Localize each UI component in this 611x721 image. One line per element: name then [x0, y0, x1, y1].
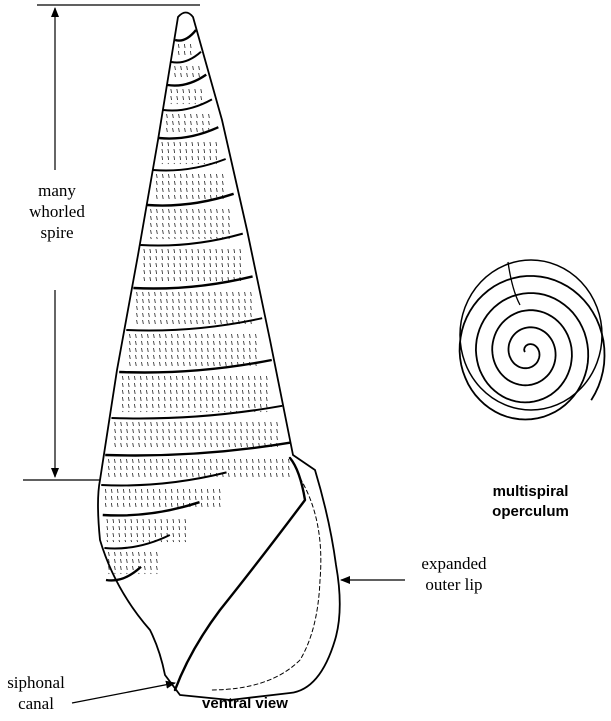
outer-lip-label-line-2: outer lip — [404, 574, 504, 595]
siphonal-canal-arrow — [72, 683, 175, 703]
shell — [98, 13, 340, 701]
texture-dash — [109, 573, 110, 574]
spire-label-line-2: whorled — [18, 201, 96, 222]
operculum-label-line-1: multispiral — [473, 482, 588, 502]
shell-outline — [98, 13, 340, 701]
siphonal-canal-label-line-1: siphonal — [0, 672, 72, 693]
siphonal-canal-label-line-2: canal — [0, 693, 72, 714]
outer-lip-label-line-1: expanded — [404, 553, 504, 574]
spire-label-line-1: many — [18, 180, 96, 201]
operculum — [460, 260, 605, 420]
operculum-label: multispiral operculum — [473, 482, 588, 522]
spire-label: many whorled spire — [18, 180, 96, 243]
operculum-notch — [508, 262, 520, 305]
outer-lip-label: expanded outer lip — [404, 553, 504, 595]
operculum-outline — [460, 260, 602, 410]
view-label: ventral view — [180, 694, 310, 714]
siphonal-canal-label: siphonal canal — [0, 672, 72, 714]
operculum-label-line-2: operculum — [473, 502, 588, 522]
spire-label-line-3: spire — [18, 222, 96, 243]
operculum-spiral — [460, 276, 605, 420]
